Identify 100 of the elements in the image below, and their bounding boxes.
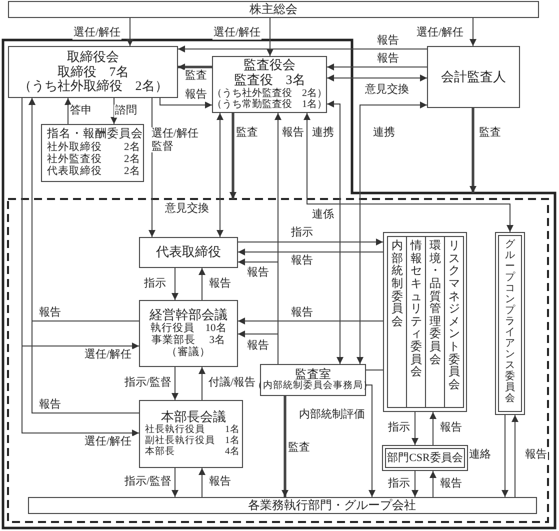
box-title: リスクマネジメント委員会: [448, 240, 460, 392]
box-text: 本部長 4名: [145, 446, 240, 458]
box-text: 社長執行役員 1名: [145, 425, 240, 436]
arrow: [366, 384, 376, 498]
arrow: [326, 64, 428, 70]
box-title: 部門CSR委員会: [387, 452, 463, 464]
edge-label: 報告: [439, 478, 463, 490]
arrow: [178, 46, 428, 52]
edge-label: 指示/監督: [123, 476, 173, 488]
box-title: 情報セキュリティ委員会: [410, 240, 422, 380]
edge-label: 指示/監督: [123, 376, 173, 390]
edge-label: 指示: [387, 422, 411, 434]
edge-label: 報告: [290, 306, 314, 320]
organization-box: [8, 46, 178, 98]
box-text: （うち常勤監査役 1名）: [212, 99, 327, 111]
arrow: [110, 98, 118, 124]
arrow: [512, 414, 518, 498]
box-title: 監査室: [295, 368, 331, 381]
edge-label: 報告: [184, 88, 208, 102]
organization-box: [427, 46, 520, 108]
arrow: [198, 468, 206, 498]
edge-label: 報告: [38, 306, 62, 320]
edge-label: 連絡: [468, 448, 492, 462]
arrow: [172, 268, 178, 300]
edge-label: 内部統制評価: [298, 408, 366, 422]
edge-label: 諮問: [114, 104, 138, 118]
edge-label: 監査: [184, 70, 208, 82]
committee-column: [406, 236, 426, 408]
arrow: [160, 98, 212, 108]
committee-column: [425, 236, 445, 408]
edge-label: 報告: [376, 52, 400, 66]
edge-label: 指示: [290, 226, 314, 240]
edge-label: 監査: [235, 126, 259, 140]
organization-box: [139, 400, 243, 468]
arrow: [198, 268, 206, 300]
organization-box: [41, 124, 144, 182]
arrow: [178, 64, 212, 70]
arrow: [238, 330, 278, 364]
box-text: （審議）: [166, 347, 210, 360]
edge-label: 選任/解任: [212, 26, 262, 40]
box-title: 会計監査人: [441, 70, 506, 84]
organization-box: [260, 364, 366, 396]
box-title: 環境・品質管理委員会: [429, 240, 441, 366]
edge-label: 指示: [387, 478, 411, 490]
box-text: 社外取締役 2名: [47, 142, 140, 153]
box-text: 代表取締役 2名: [47, 166, 140, 178]
committee-column: [387, 236, 407, 408]
box-text: （うち社外取締役 2名）: [18, 79, 168, 94]
edge-label: 報告: [524, 448, 548, 462]
box-title: 株主総会: [250, 2, 298, 16]
edge-label: 報告: [208, 278, 232, 290]
edge-label: 監査: [478, 126, 502, 140]
organization-box: [139, 300, 238, 367]
arrow: [430, 470, 436, 498]
arrow: [266, 18, 274, 56]
arrow: [238, 238, 384, 246]
arrow: [172, 366, 178, 400]
box-title: グループコンプライアンス委員会: [505, 239, 515, 404]
edge-label: 意見交換: [364, 84, 410, 96]
box-text: 取締役 7名: [57, 64, 129, 79]
box-text: 社外監査役 2名: [47, 154, 140, 165]
edge-label: 報告: [208, 476, 232, 488]
box-title: 代表取締役: [156, 245, 221, 260]
arrow: [502, 414, 508, 498]
box-text: （うち社外監査役 2名）: [212, 88, 327, 99]
edge-label: 意見交換: [164, 202, 210, 216]
edge-label: 連携: [372, 126, 396, 140]
box-title: 各業務執行部門・グループ会社: [248, 498, 416, 512]
box-title: 内部統制委員会: [391, 240, 403, 328]
committee-column: [444, 236, 464, 408]
edge-label: 選任/解任: [83, 348, 133, 362]
arrow: [64, 98, 72, 124]
arrow: [216, 112, 224, 238]
edge-label: 連携: [311, 126, 335, 140]
arrow: [230, 113, 236, 199]
edge-label: 選任/解任: [415, 26, 465, 40]
organization-bar: [28, 497, 537, 514]
box-title: 経営幹部会議: [150, 308, 228, 322]
arrow: [326, 100, 344, 364]
organization-box: [382, 445, 468, 471]
edge-label: 報告: [246, 340, 270, 352]
box-title: 本部長会議: [161, 410, 226, 424]
edge-label: 監査: [287, 442, 311, 454]
organization-box: [139, 237, 238, 268]
box-title: 取締役会: [67, 50, 119, 65]
box-text: 執行役員 10名: [150, 322, 227, 334]
arrow: [282, 396, 288, 497]
box-text: 副社長執行役員 1名: [145, 436, 240, 446]
committee-group-box: [383, 232, 467, 412]
box-title: 指名・報酬委員会: [47, 128, 143, 141]
arrow: [430, 412, 436, 446]
meeting-bar: [8, 1, 539, 18]
edge-label: 連係: [311, 208, 335, 222]
arrow: [238, 248, 384, 256]
edge-label: 選任/解任: [72, 26, 122, 40]
edge-label: 答申: [69, 104, 93, 118]
edge-label: 報告: [376, 34, 400, 48]
arrow: [126, 18, 134, 46]
edge-label: 付議/報告: [207, 376, 257, 390]
box-text: 事業部長 3名: [152, 334, 226, 346]
